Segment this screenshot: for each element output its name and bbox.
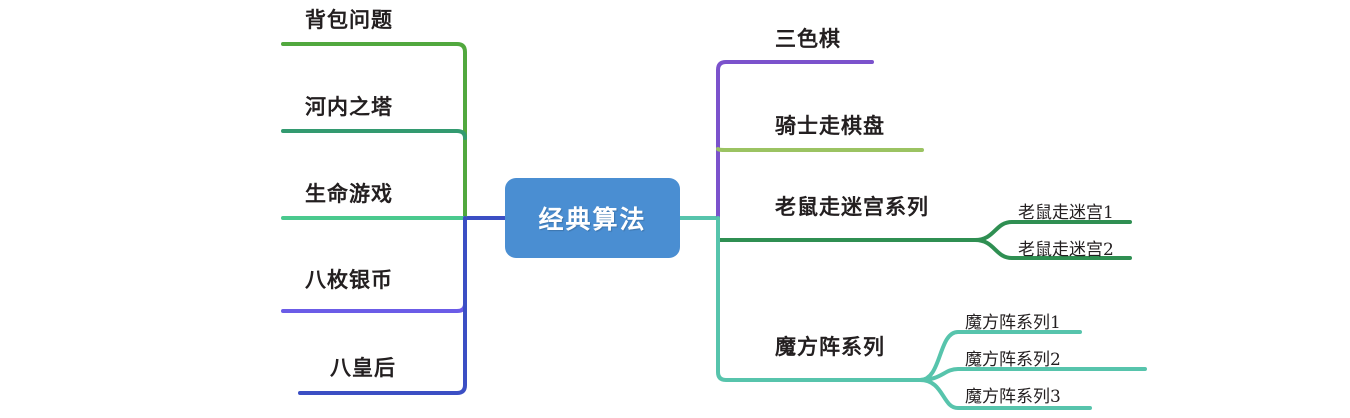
- branch-label-knapsack[interactable]: 背包问题: [305, 9, 393, 32]
- branch-label-knight-tour[interactable]: 骑士走棋盘: [775, 115, 885, 138]
- connector-left-5: [298, 216, 467, 395]
- connector-right-3-child-2: [973, 238, 1132, 260]
- branch-label-mouse-maze-series[interactable]: 老鼠走迷宫系列: [775, 196, 929, 219]
- branch-label-magic-square-series[interactable]: 魔方阵系列: [775, 336, 885, 359]
- connector-right-4-child-3: [918, 378, 1092, 410]
- subbranch-label-magic-square-3[interactable]: 魔方阵系列3: [965, 387, 1061, 407]
- connector-left-2: [281, 129, 467, 140]
- connector-right-2: [716, 147, 924, 152]
- branch-label-hanoi[interactable]: 河内之塔: [305, 96, 393, 119]
- connector-right-1: [716, 60, 874, 220]
- subbranch-label-magic-square-1[interactable]: 魔方阵系列1: [965, 313, 1061, 333]
- branch-label-eight-queens[interactable]: 八皇后: [330, 357, 396, 380]
- root-node-label: 经典算法: [538, 206, 647, 234]
- branch-label-game-of-life[interactable]: 生命游戏: [305, 183, 393, 206]
- connector-right-4-child-2: [918, 367, 1147, 382]
- connector-left-1: [281, 42, 467, 220]
- connector-right-4: [716, 216, 922, 382]
- subbranch-label-magic-square-2[interactable]: 魔方阵系列2: [965, 350, 1061, 370]
- branch-label-eight-coins[interactable]: 八枚银币: [305, 269, 393, 292]
- root-node[interactable]: 经典算法: [505, 178, 680, 258]
- connector-left-4: [281, 302, 467, 313]
- subbranch-label-mouse-maze-1[interactable]: 老鼠走迷宫1: [1018, 203, 1114, 223]
- subbranch-label-mouse-maze-2[interactable]: 老鼠走迷宫2: [1018, 240, 1114, 260]
- branch-label-three-color-chess[interactable]: 三色棋: [775, 28, 841, 51]
